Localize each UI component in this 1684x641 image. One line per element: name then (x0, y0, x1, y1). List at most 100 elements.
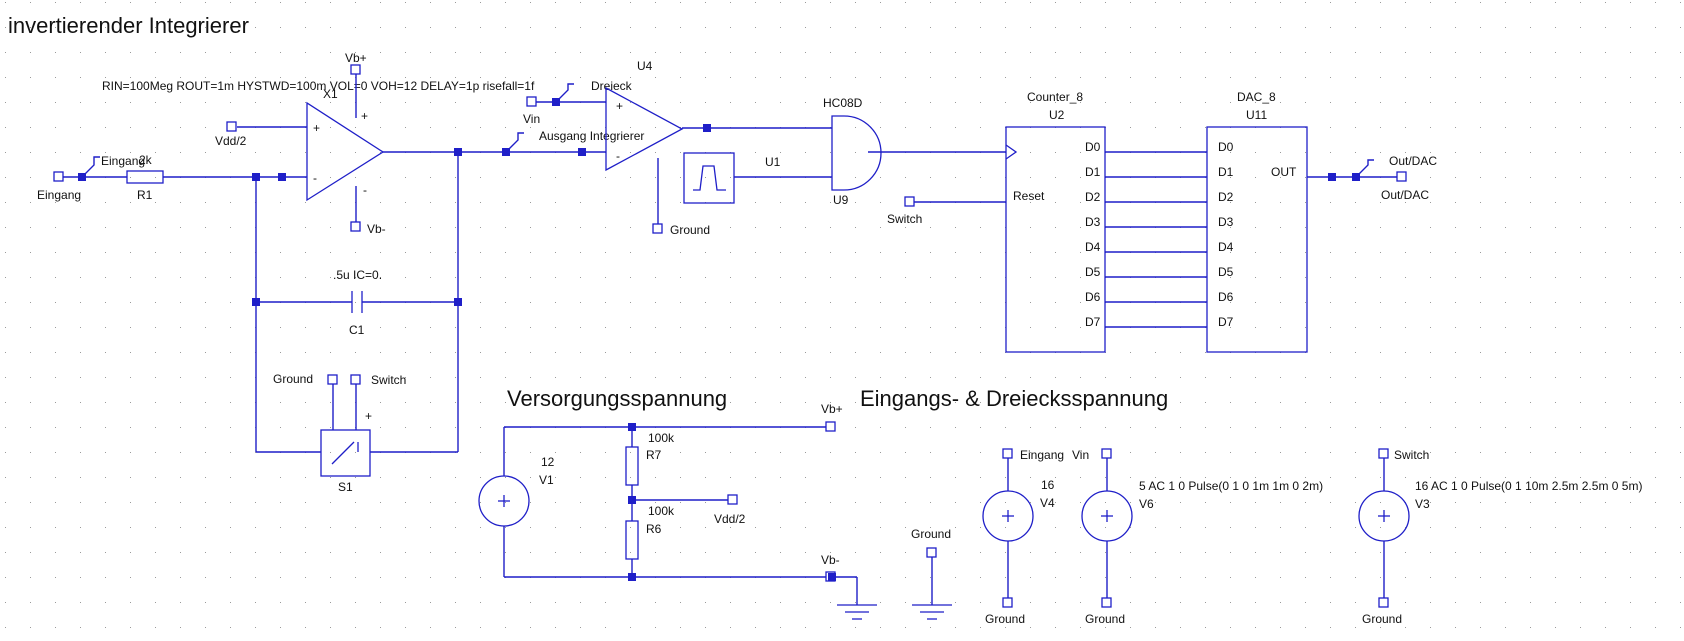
v3-value: 16 AC 1 0 Pulse(0 1 10m 2.5m 2.5m 0 5m) (1415, 479, 1642, 493)
dac-ref: U11 (1246, 108, 1267, 122)
port-s1-switch[interactable] (350, 374, 361, 385)
ground-symbol-1 (837, 604, 877, 620)
label-vin-u4: Vin (523, 112, 540, 126)
junction-u4-in (578, 148, 586, 156)
resistor-r7[interactable] (625, 446, 639, 486)
v4-value: 16 (1041, 478, 1055, 492)
dac-u11[interactable] (1206, 126, 1308, 353)
probe-flag-outdac (1355, 159, 1374, 178)
label-port-eingang: Eingang (37, 188, 81, 202)
probe-label-outdac: Out/DAC (1389, 154, 1437, 168)
port-vdd-supply[interactable] (727, 494, 738, 505)
probe-flag-eingang (81, 156, 100, 178)
port-ground-extra[interactable] (926, 547, 937, 558)
voltage-source-v3[interactable] (1358, 490, 1410, 542)
comparator-x1[interactable]: RIN=100Meg ROUT=1m HYSTWD=100m VOL=0 VOH… (102, 79, 535, 202)
s1-plus-sign: + (365, 409, 372, 423)
s1-ref: S1 (338, 480, 353, 494)
dac-pin-d1: D1 (1218, 165, 1234, 179)
label-v6-ground: Ground (1085, 612, 1125, 626)
data-bus-wires (1105, 151, 1207, 328)
ground-symbol-2 (912, 604, 952, 620)
port-vbplus-x1[interactable] (350, 64, 361, 75)
u4-minus-sign: - (616, 149, 620, 163)
label-vbminus-x1: Vb- (367, 222, 386, 236)
counter-pin-d5: D5 (1085, 265, 1101, 279)
junction-c1-left (252, 298, 260, 306)
port-v3-top[interactable] (1378, 448, 1389, 459)
junction-dac-out-a (1328, 173, 1336, 181)
label-port-outdac: Out/DAC (1381, 188, 1429, 202)
port-v6-ground[interactable] (1101, 597, 1112, 608)
port-vbminus-x1[interactable] (350, 221, 361, 232)
comparator-vminus-sign: - (363, 183, 367, 197)
u9-model: HC08D (823, 96, 863, 110)
port-v6-top[interactable] (1101, 448, 1112, 459)
port-v4-ground[interactable] (1002, 597, 1013, 608)
pulse-source-u1[interactable] (683, 152, 735, 204)
comparator-params: RIN=100Meg ROUT=1m HYSTWD=100m VOL=0 VOH… (102, 79, 535, 93)
dac-pin-d4: D4 (1218, 240, 1234, 254)
resistor-r1[interactable] (126, 170, 164, 184)
label-s1-ground: Ground (273, 372, 313, 386)
counter-pin-d4: D4 (1085, 240, 1101, 254)
counter-ref: U2 (1049, 108, 1065, 122)
counter-pin-d7: D7 (1085, 315, 1101, 329)
voltage-source-v1[interactable] (478, 475, 530, 527)
comparator-u4[interactable]: + - (605, 86, 684, 172)
dac-pin-d2: D2 (1218, 190, 1234, 204)
r7-ref: R7 (646, 448, 662, 462)
junction-inv-b (278, 173, 286, 181)
port-s1-ground[interactable] (327, 374, 338, 385)
label-vbminus-supply: Vb- (821, 553, 840, 567)
capacitor-c1[interactable] (351, 291, 363, 313)
counter-pin-d6: D6 (1085, 290, 1101, 304)
label-vbplus-x1: Vb+ (345, 51, 367, 65)
voltage-source-v4[interactable] (982, 490, 1034, 542)
v3-ref: V3 (1415, 497, 1430, 511)
probe-label-dreieck: Dreieck (591, 79, 633, 93)
v1-value: 12 (541, 455, 555, 469)
resistor-r6[interactable] (625, 520, 639, 560)
port-eingang[interactable] (53, 171, 64, 182)
label-vbplus-supply: Vb+ (821, 402, 843, 416)
label-v3-ground: Ground (1362, 612, 1402, 626)
counter-u2[interactable] (1005, 126, 1106, 353)
u4-ref: U4 (637, 59, 653, 73)
port-v3-ground[interactable] (1378, 597, 1389, 608)
probe-flag-dreieck (555, 83, 574, 103)
r1-ref: R1 (137, 188, 153, 202)
port-vdd-x1[interactable] (226, 121, 237, 132)
u4-plus-sign: + (616, 99, 623, 113)
port-counter-switch[interactable] (904, 196, 915, 207)
c1-ref: C1 (349, 323, 365, 337)
dac-pins: D0 D1 D2 D3 D4 D5 D6 D7 (1218, 140, 1234, 329)
dac-pin-d7: D7 (1218, 315, 1234, 329)
counter-pin-d0: D0 (1085, 140, 1101, 154)
u9-ref: U9 (833, 193, 849, 207)
label-vdd-supply: Vdd/2 (714, 512, 746, 526)
label-s1-switch: Switch (371, 373, 406, 387)
junction-x1-out (454, 148, 462, 156)
switch-s1[interactable] (320, 429, 371, 477)
port-outdac[interactable] (1396, 171, 1407, 182)
label-ground-extra: Ground (911, 527, 951, 541)
label-v4-ground: Ground (985, 612, 1025, 626)
comparator-plus-sign: + (313, 121, 320, 135)
port-u4-ground[interactable] (652, 223, 663, 234)
v6-ref: V6 (1139, 497, 1154, 511)
port-vbplus-supply[interactable] (825, 421, 836, 432)
c1-value: .5u IC=0. (333, 268, 382, 282)
port-v4-top[interactable] (1002, 448, 1013, 459)
voltage-source-v6[interactable] (1081, 490, 1133, 542)
port-vin-u4[interactable] (526, 96, 537, 107)
comparator-minus-sign: - (313, 171, 317, 185)
and-gate-u9[interactable] (831, 115, 882, 191)
v6-value: 5 AC 1 0 Pulse(0 1 0 1m 1m 0 2m) (1139, 479, 1323, 493)
v1-ref: V1 (539, 473, 554, 487)
heading-sources: Eingangs- & Dreiecksspannung (860, 386, 1168, 411)
r6-value: 100k (648, 504, 675, 518)
probe-flag-ausgang (505, 132, 524, 153)
comparator-ref: X1 (323, 87, 338, 101)
